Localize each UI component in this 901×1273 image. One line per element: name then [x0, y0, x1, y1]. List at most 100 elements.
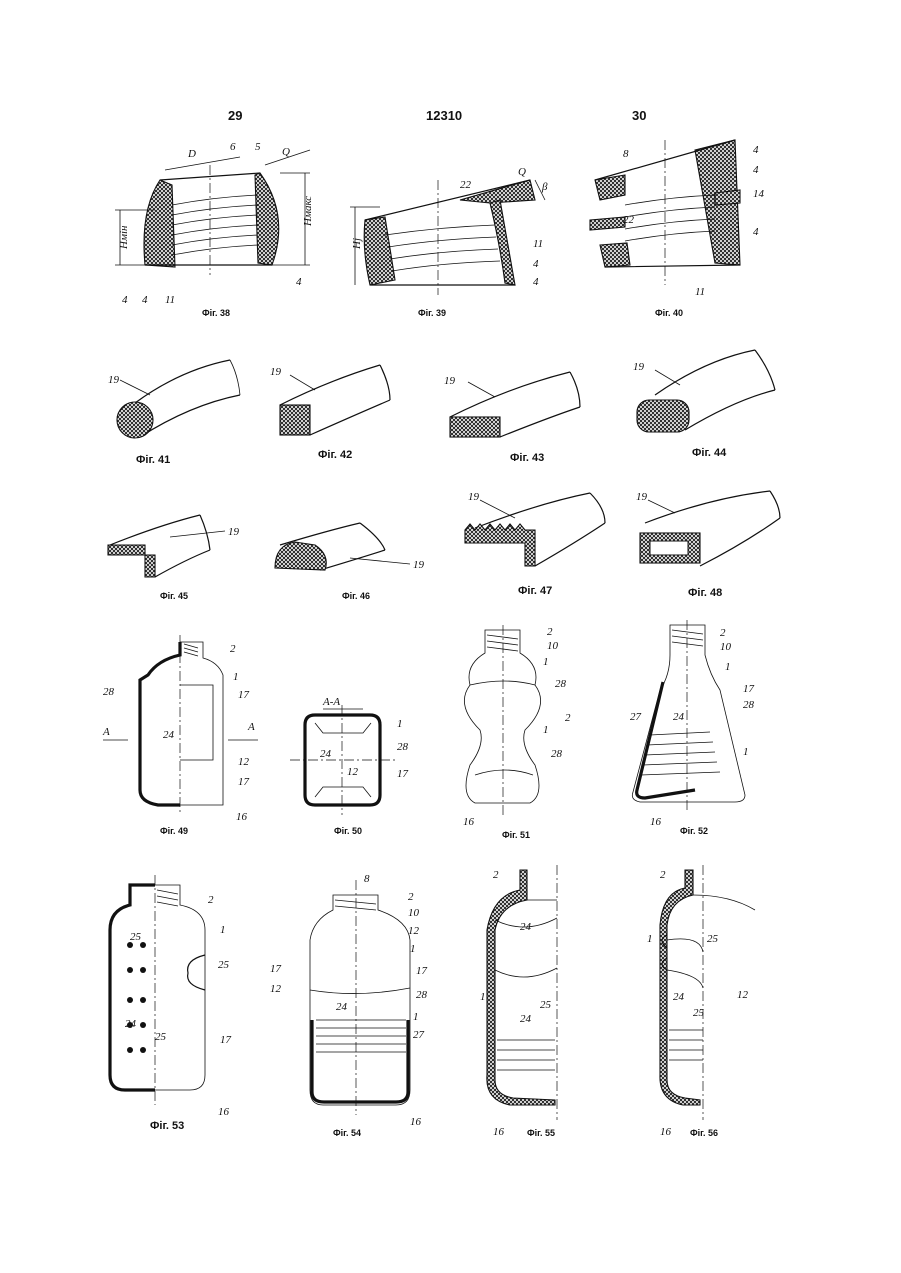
f56-label-25a: 25 — [707, 933, 719, 945]
f38-label-hmin: Нмін — [118, 225, 130, 250]
f51-label-16: 16 — [463, 816, 475, 828]
f50-caption: Фіг. 50 — [334, 826, 362, 836]
figure-47-drawing: 19 — [460, 488, 620, 578]
f53-label-25b: 25 — [218, 959, 230, 971]
f54-caption: Фіг. 54 — [333, 1128, 361, 1138]
f41-caption: Фіг. 41 — [136, 454, 170, 466]
f52-label-24: 24 — [673, 711, 685, 723]
figure-41-drawing: 19 — [100, 355, 250, 445]
figure-55-drawing: 2 24 1 25 24 16 — [465, 860, 595, 1140]
f49-label-17b: 17 — [238, 776, 250, 788]
f54-label-8: 8 — [364, 873, 370, 885]
f51-label-28b: 28 — [551, 748, 563, 760]
f53-label-17: 17 — [220, 1034, 232, 1046]
f44-label-19: 19 — [633, 361, 645, 373]
f38-label-hmax: Нмакс — [302, 196, 314, 227]
f54-label-16: 16 — [410, 1116, 422, 1128]
figure-52-drawing: 2 10 1 17 28 27 24 1 16 — [625, 620, 790, 830]
f51-label-1b: 1 — [543, 724, 549, 736]
f46-label-19: 19 — [413, 559, 425, 571]
f54-label-12a: 12 — [408, 925, 420, 937]
f38-label-Q: Q — [282, 146, 290, 158]
f39-label-22: 22 — [460, 179, 472, 191]
f49-label-24: 24 — [163, 729, 175, 741]
f39-label-11: 11 — [533, 238, 543, 250]
f56-caption: Фіг. 56 — [690, 1128, 718, 1138]
f49-label-A-left: A — [102, 726, 110, 738]
f55-label-16: 16 — [493, 1126, 505, 1138]
f53-label-24: 24 — [125, 1018, 137, 1030]
f51-label-1a: 1 — [543, 656, 549, 668]
f49-label-28: 28 — [103, 686, 115, 698]
f46-caption: Фіг. 46 — [342, 591, 370, 601]
f54-label-1a: 1 — [410, 943, 416, 955]
f42-label-19: 19 — [270, 366, 282, 378]
f47-caption: Фіг. 47 — [518, 585, 552, 597]
f50-label-24: 24 — [320, 748, 332, 760]
f49-label-12: 12 — [238, 756, 250, 768]
f52-label-27: 27 — [630, 711, 642, 723]
f50-label-section: A-A — [322, 696, 340, 708]
f56-label-24: 24 — [673, 991, 685, 1003]
page-number-right: 30 — [632, 108, 646, 123]
f53-label-25a: 25 — [130, 931, 142, 943]
f50-label-12: 12 — [347, 766, 359, 778]
figure-43-drawing: 19 — [440, 362, 610, 452]
f53-caption: Фіг. 53 — [150, 1120, 184, 1132]
f40-label-4b: 4 — [753, 164, 759, 176]
f54-label-1b: 1 — [413, 1011, 419, 1023]
figure-53-drawing: 2 1 25 25 24 25 17 16 — [100, 865, 250, 1130]
f48-label-19: 19 — [636, 491, 648, 503]
figure-40-drawing: 8 4 4 14 22 4 11 — [585, 135, 785, 300]
f55-label-24a: 24 — [520, 921, 532, 933]
f53-label-1: 1 — [220, 924, 226, 936]
f39-label-4a: 4 — [533, 258, 539, 270]
f51-label-2a: 2 — [547, 626, 553, 638]
f38-label-6: 6 — [230, 141, 236, 153]
f55-label-25: 25 — [540, 999, 552, 1011]
f49-caption: Фіг. 49 — [160, 826, 188, 836]
f52-label-16: 16 — [650, 816, 662, 828]
figure-48-drawing: 19 — [630, 488, 790, 578]
f56-label-2: 2 — [660, 869, 666, 881]
f54-label-2: 2 — [408, 891, 414, 903]
f43-label-19: 19 — [444, 375, 456, 387]
f44-caption: Фіг. 44 — [692, 447, 726, 459]
f55-caption: Фіг. 55 — [527, 1128, 555, 1138]
f38-label-5: 5 — [255, 141, 261, 153]
f56-label-25b: 25 — [693, 1007, 705, 1019]
figure-38-drawing: D 6 5 Q Нмін Нмакс 4 4 11 4 — [100, 135, 320, 305]
f42-caption: Фіг. 42 — [318, 449, 352, 461]
f40-label-14: 14 — [753, 188, 765, 200]
f56-label-12: 12 — [737, 989, 749, 1001]
f40-label-4c: 4 — [753, 226, 759, 238]
f49-label-17a: 17 — [238, 689, 250, 701]
f54-label-27: 27 — [413, 1029, 425, 1041]
f51-label-2b: 2 — [565, 712, 571, 724]
f53-label-25c: 25 — [155, 1031, 167, 1043]
f43-caption: Фіг. 43 — [510, 452, 544, 464]
f54-label-12b: 12 — [270, 983, 282, 995]
f52-label-1b: 1 — [743, 746, 749, 758]
f40-label-4a: 4 — [753, 144, 759, 156]
f54-label-10: 10 — [408, 907, 420, 919]
f52-label-17: 17 — [743, 683, 755, 695]
f40-caption: Фіг. 40 — [655, 308, 683, 318]
f38-label-4b: 4 — [142, 294, 148, 306]
f50-label-28: 28 — [397, 741, 409, 753]
f47-label-19: 19 — [468, 491, 480, 503]
f45-caption: Фіг. 45 — [160, 591, 188, 601]
f55-label-2: 2 — [493, 869, 499, 881]
f38-label-11: 11 — [165, 294, 175, 306]
f53-label-16: 16 — [218, 1106, 230, 1118]
f38-label-4c: 4 — [296, 276, 302, 288]
patent-number: 12310 — [426, 108, 462, 123]
figure-49-drawing: 2 1 28 17 A 24 A 12 17 16 — [98, 630, 268, 825]
f52-label-28: 28 — [743, 699, 755, 711]
f52-label-1a: 1 — [725, 661, 731, 673]
f52-caption: Фіг. 52 — [680, 826, 708, 836]
f51-label-10: 10 — [547, 640, 559, 652]
f51-label-28a: 28 — [555, 678, 567, 690]
f54-label-28: 28 — [416, 989, 428, 1001]
figure-39-drawing: 22 Q β Нj 11 4 4 — [340, 155, 560, 300]
